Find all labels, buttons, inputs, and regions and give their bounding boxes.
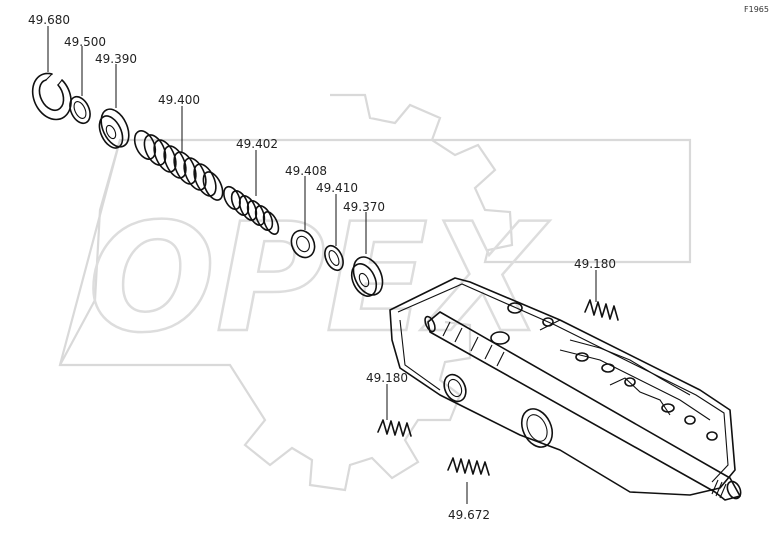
spring-49-402 xyxy=(223,185,280,235)
spring-seat-49-390 xyxy=(98,108,130,149)
snap-ring-49-680 xyxy=(31,72,72,121)
spring-49-180-top xyxy=(584,299,619,321)
label-49-408: 49.408 xyxy=(285,164,327,178)
label-49-180-bottom: 49.180 xyxy=(366,371,408,385)
label-49-672: 49.672 xyxy=(448,508,490,522)
spring-49-180-bottom xyxy=(377,419,412,437)
circlip-49-500 xyxy=(69,95,91,125)
leader-lines xyxy=(47,26,597,504)
control-spool xyxy=(424,311,742,501)
watermark-gear xyxy=(58,93,692,492)
label-49-402: 49.402 xyxy=(236,137,278,151)
spring-49-672 xyxy=(447,457,490,476)
label-49-180-top: 49.180 xyxy=(574,257,616,271)
spring-49-400 xyxy=(133,130,224,201)
label-49-370: 49.370 xyxy=(343,200,385,214)
circlip-49-410 xyxy=(324,244,344,272)
spring-seat-49-370 xyxy=(350,256,384,297)
watermark-text: OPEX xyxy=(88,192,550,366)
label-49-680: 49.680 xyxy=(28,13,70,27)
corner-mark: F1965 xyxy=(744,5,769,14)
label-49-500: 49.500 xyxy=(64,35,106,49)
valve-housing xyxy=(389,277,736,496)
label-49-400: 49.400 xyxy=(158,93,200,107)
label-49-390: 49.390 xyxy=(95,52,137,66)
washer-49-408 xyxy=(290,229,316,259)
label-49-410: 49.410 xyxy=(316,181,358,195)
